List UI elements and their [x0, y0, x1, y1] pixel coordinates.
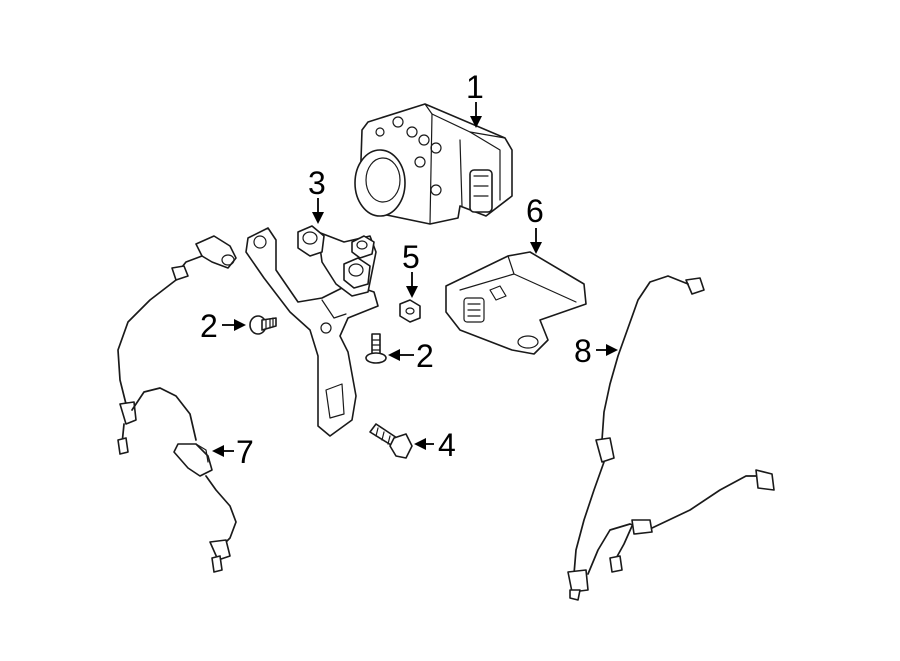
callout-5: 5: [402, 239, 420, 275]
callout-3: 3: [308, 165, 326, 201]
modulator-bracket-part[interactable]: [245, 225, 379, 437]
callout-4: 4: [438, 427, 456, 463]
bolt-left-part[interactable]: [249, 315, 277, 335]
control-module-part[interactable]: [445, 251, 587, 355]
callout-2-center: 2: [416, 338, 434, 374]
nut-part[interactable]: [399, 299, 421, 323]
bolt-center-part[interactable]: [365, 333, 387, 364]
callout-1: 1: [466, 69, 484, 105]
callout-6: 6: [526, 193, 544, 229]
rear-speed-sensor-part[interactable]: [567, 275, 775, 601]
callout-leaders: [212, 102, 618, 457]
abs-modulator-part[interactable]: [354, 103, 513, 225]
callout-7: 7: [236, 434, 254, 470]
callout-8: 8: [574, 333, 592, 369]
callout-labels: 1 2 2 3 4 5 6 7 8: [200, 69, 592, 470]
bolt-large-part[interactable]: [369, 423, 413, 459]
front-speed-sensor-part[interactable]: [117, 235, 237, 573]
callout-2-left: 2: [200, 308, 218, 344]
